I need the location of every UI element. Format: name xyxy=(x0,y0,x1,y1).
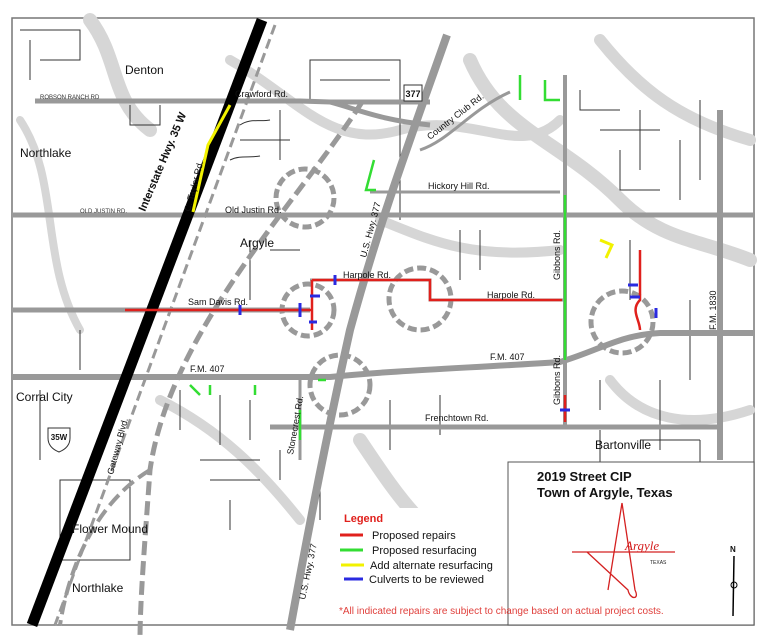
legend-item: Add alternate resurfacing xyxy=(341,560,493,572)
label-harpole-west: Harpole Rd. xyxy=(343,270,391,280)
label-old-justin: Old Justin Rd. xyxy=(225,205,282,215)
map-subtitle: Town of Argyle, Texas xyxy=(537,485,673,500)
legend-title: Legend xyxy=(344,513,383,525)
label-sam-davis: Sam Davis Rd. xyxy=(188,297,248,307)
svg-text:N: N xyxy=(730,545,736,554)
label-gibbons-north: Gibbons Rd. xyxy=(552,230,562,280)
legend-bg xyxy=(335,508,505,593)
label-hickory-hill: Hickory Hill Rd. xyxy=(428,181,490,191)
culverts xyxy=(238,275,658,412)
place-corral-city: Corral City xyxy=(16,390,73,404)
robson-ranch-road xyxy=(35,98,430,105)
label-gibbons-south: Gibbons Rd. xyxy=(552,355,562,405)
alternate-resurfacing-2 xyxy=(599,238,615,259)
disclaimer: *All indicated repairs are subject to ch… xyxy=(339,606,664,617)
svg-text:Proposed repairs: Proposed repairs xyxy=(372,530,456,542)
proposed-resurfacing xyxy=(189,75,567,440)
label-fm407-east: F.M. 407 xyxy=(490,352,525,362)
label-frenchtown: Frenchtown Rd. xyxy=(425,413,489,423)
legend-item: Proposed resurfacing xyxy=(340,545,477,557)
place-argyle: Argyle xyxy=(240,236,274,250)
i35w-shield xyxy=(47,427,71,453)
legend-item: Culverts to be reviewed xyxy=(344,574,484,586)
argyle-logo xyxy=(572,502,675,599)
fm-407 xyxy=(12,330,754,380)
i35-frontage xyxy=(53,24,277,626)
us-hwy-377 xyxy=(286,33,451,631)
label-fm407-west: F.M. 407 xyxy=(190,364,225,374)
place-bartonville: Bartonville xyxy=(595,438,651,452)
us377-shield-label: 377 xyxy=(405,89,420,99)
us377-shield xyxy=(403,84,423,102)
title-block xyxy=(507,461,755,626)
label-old-justin-small: OLD JUSTIN RD. xyxy=(80,209,127,215)
label-crawford: Crawford Rd. xyxy=(235,89,288,99)
legend-item: Proposed repairs xyxy=(340,530,456,542)
svg-text:Proposed resurfacing: Proposed resurfacing xyxy=(372,545,477,557)
country-club-road xyxy=(419,90,511,152)
svg-text:Culverts to be reviewed: Culverts to be reviewed xyxy=(369,574,484,586)
floodplain-areas xyxy=(16,13,757,527)
map-title: 2019 Street CIP xyxy=(537,469,632,484)
north-arrow-icon: N xyxy=(730,545,738,617)
place-denton: Denton xyxy=(125,63,164,77)
gateway-blvd xyxy=(137,100,365,641)
place-northlake: Northlake xyxy=(20,146,72,160)
label-fm1830: F.M. 1830 xyxy=(708,290,718,330)
i35w-shield-label: 35W xyxy=(51,433,68,442)
interstate-35w xyxy=(26,18,268,627)
logo-text: Argyle xyxy=(624,538,659,553)
logo-sub: TEXAS xyxy=(650,560,667,566)
alternate-resurfacing xyxy=(191,104,232,213)
svg-text:Add alternate resurfacing: Add alternate resurfacing xyxy=(370,560,493,572)
proposed-road xyxy=(58,468,152,626)
place-flower-mound: Flower Mound xyxy=(72,522,148,536)
place-northlake-south: Northlake xyxy=(72,581,124,595)
label-robson-ranch: ROBSON RANCH RD xyxy=(40,95,100,101)
label-harpole-east: Harpole Rd. xyxy=(487,290,535,300)
